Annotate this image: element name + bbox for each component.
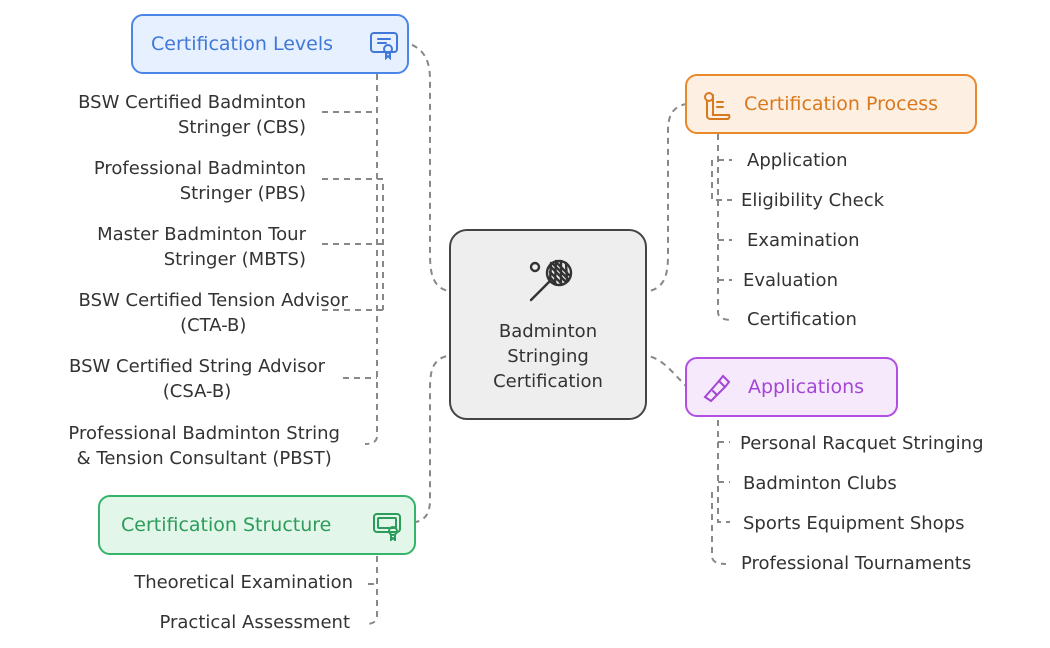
certification-levels-node[interactable]: Certification Levels — [131, 14, 409, 74]
certification-process-node[interactable]: Certification Process — [685, 74, 977, 134]
certification-levels-title: Certification Levels — [151, 33, 334, 55]
center-node[interactable]: Badminton Stringing Certification — [449, 229, 647, 420]
levels-item-cta-b: BSW Certified Tension Advisor (CTA-B) — [78, 290, 348, 336]
applications-node[interactable]: Applications — [685, 357, 898, 417]
levels-item-csa-b: BSW Certified String Advisor (CSA-B) — [69, 356, 325, 402]
badminton-racquet-icon — [529, 259, 573, 302]
process-item-evaluation: Evaluation — [743, 270, 838, 291]
levels-item-pbst: Professional Badminton String & Tension … — [68, 423, 340, 469]
process-item-examination: Examination — [747, 230, 860, 251]
process-item-application: Application — [747, 150, 848, 171]
levels-item-mbts: Master Badminton Tour Stringer (MBTS) — [97, 224, 306, 270]
award-certificate-icon — [373, 513, 401, 541]
diploma-icon — [703, 374, 731, 403]
levels-item-cbs: BSW Certified Badminton Stringer (CBS) — [78, 92, 306, 138]
certification-structure-node[interactable]: Certification Structure — [98, 495, 416, 555]
scroll-icon — [704, 92, 731, 120]
certificate-icon — [370, 32, 398, 60]
levels-item-pbs: Professional Badminton Stringer (PBS) — [93, 158, 306, 204]
process-item-eligibility-check: Eligibility Check — [741, 190, 885, 211]
applications-item-personal-stringing: Personal Racquet Stringing — [740, 433, 984, 454]
structure-item-practical: Practical Assessment — [159, 612, 350, 633]
applications-item-badminton-clubs: Badminton Clubs — [743, 473, 897, 494]
center-title: Badminton Stringing Certification — [493, 321, 603, 392]
applications-item-pro-tournaments: Professional Tournaments — [741, 553, 972, 574]
certification-structure-title: Certification Structure — [121, 514, 332, 536]
process-item-certification: Certification — [747, 309, 857, 330]
applications-item-equipment-shops: Sports Equipment Shops — [743, 513, 965, 534]
certification-process-title: Certification Process — [744, 93, 939, 115]
structure-item-theoretical: Theoretical Examination — [134, 572, 353, 593]
applications-title: Applications — [748, 376, 865, 398]
